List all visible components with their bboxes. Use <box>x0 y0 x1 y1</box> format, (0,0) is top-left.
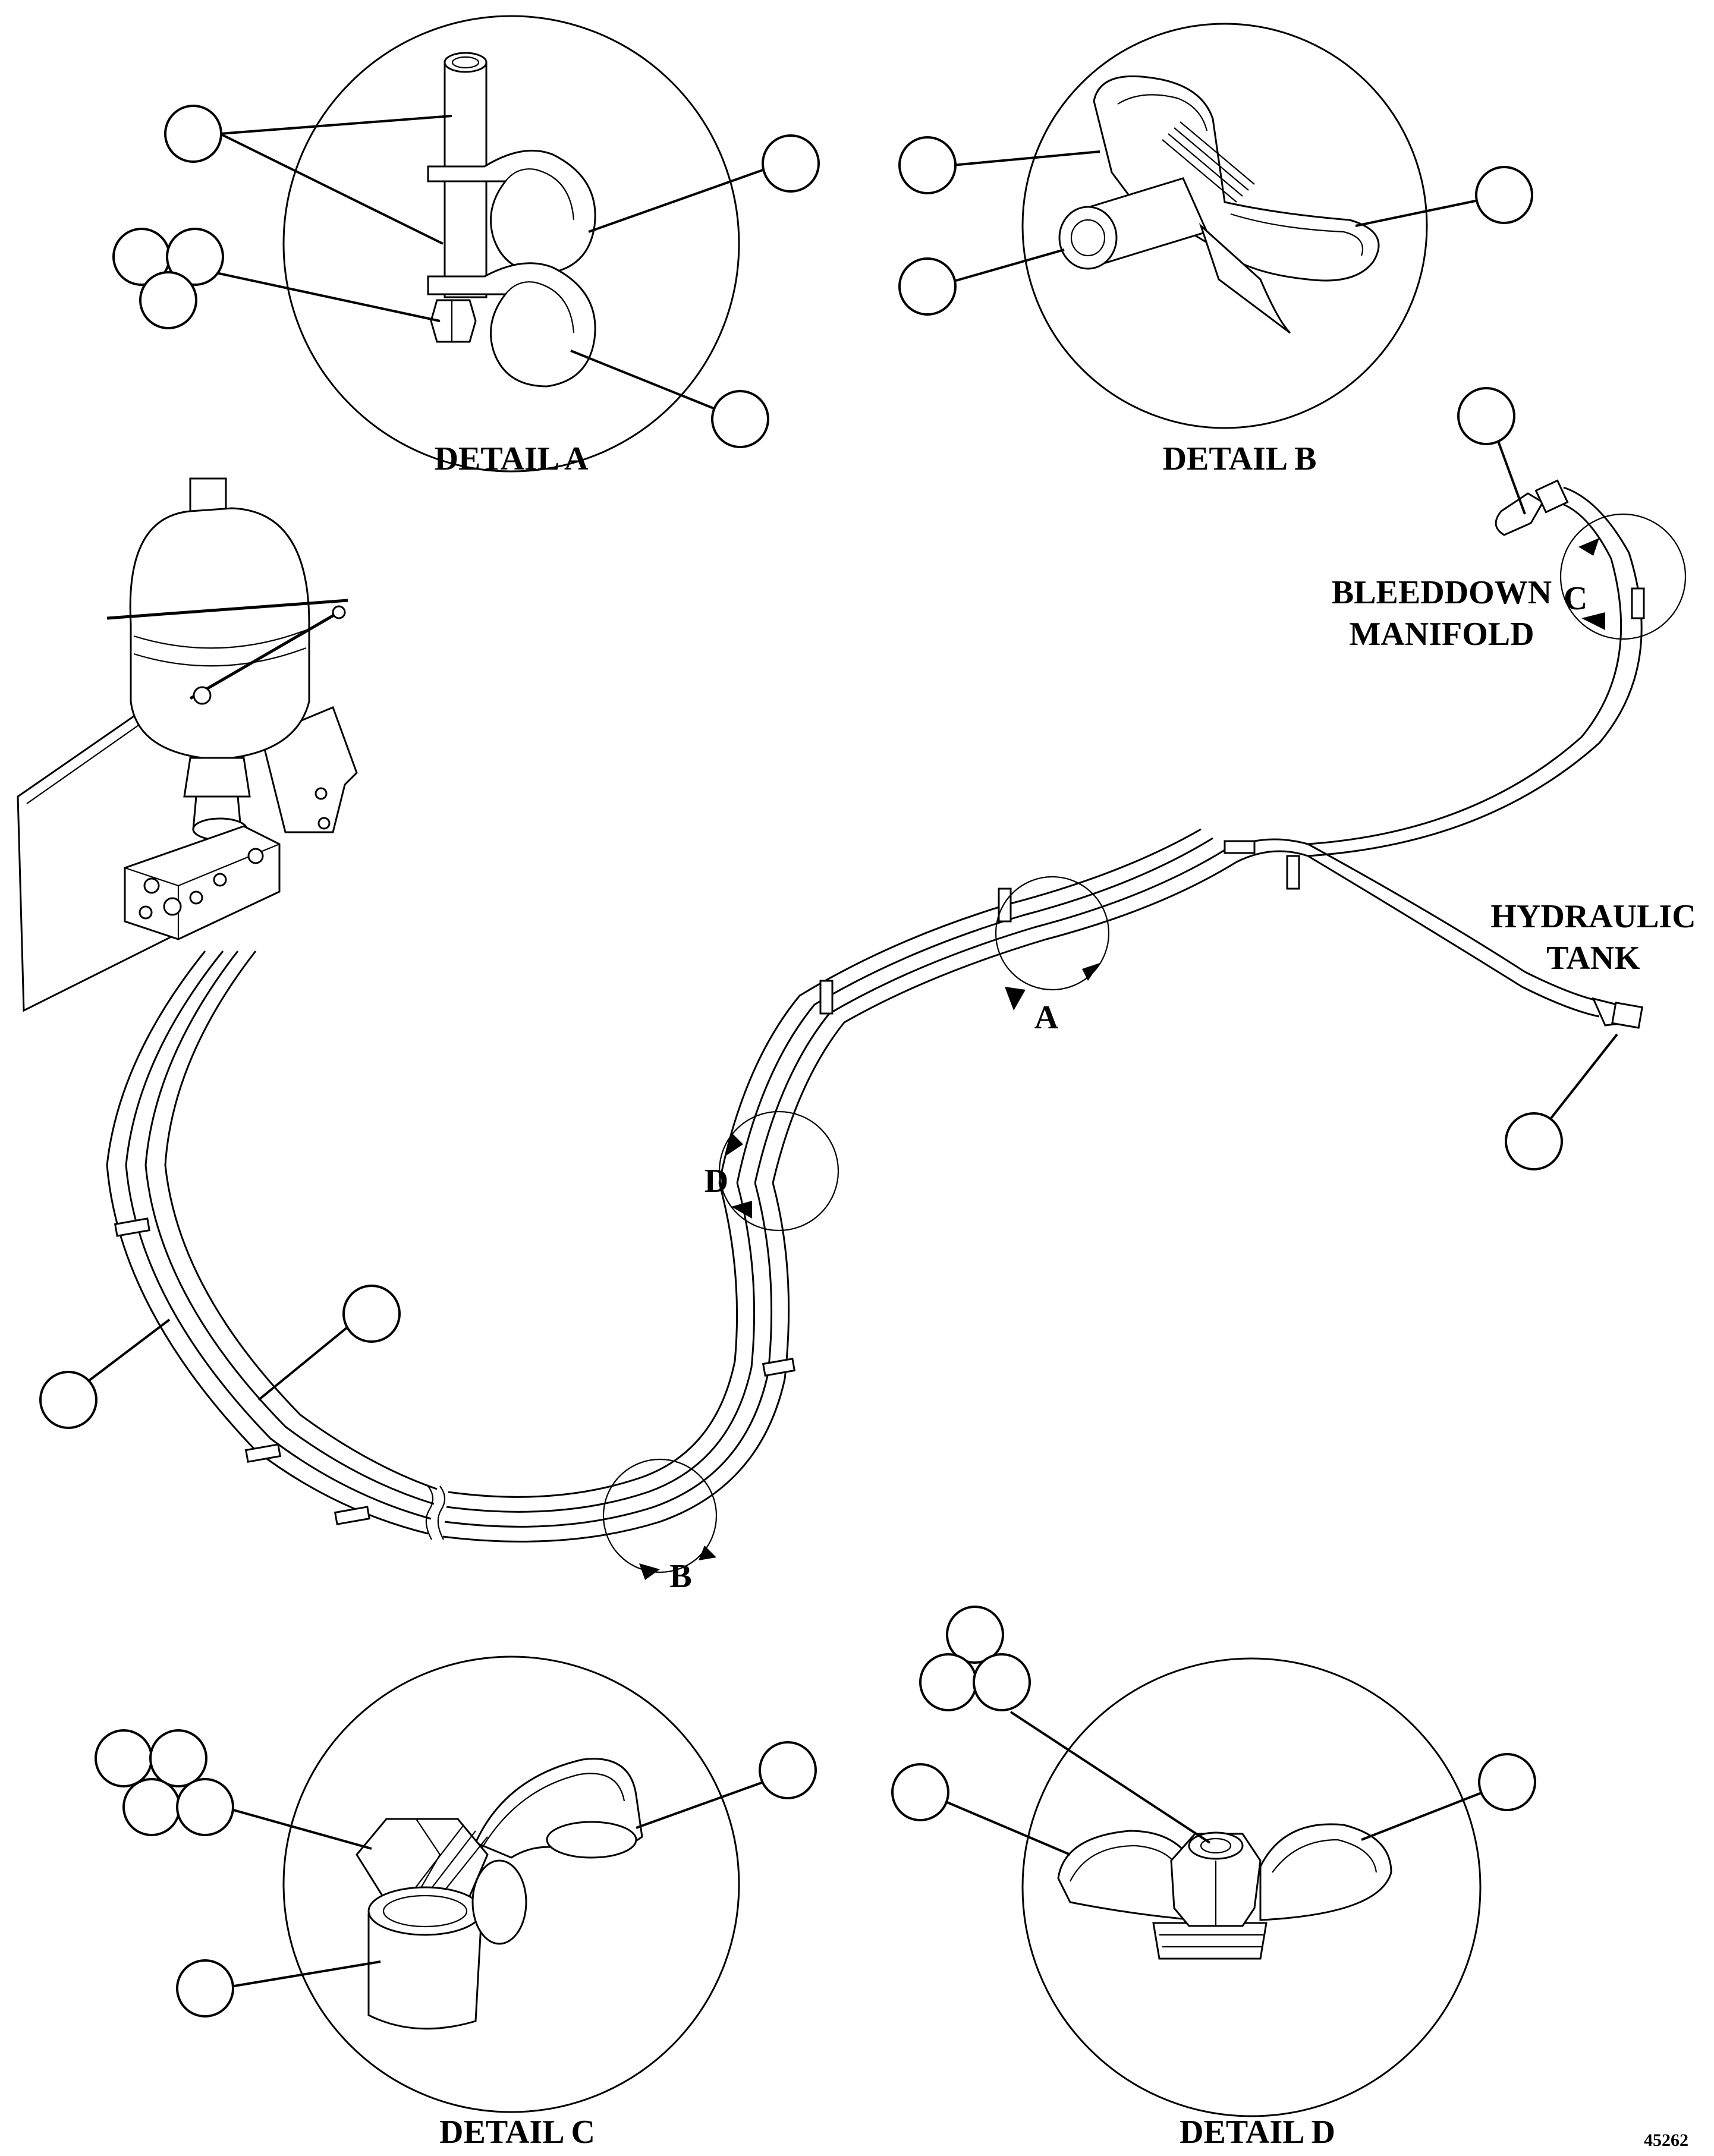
ref-label-a: A <box>1034 999 1059 1036</box>
detail-d: DETAIL D <box>891 1606 1536 2151</box>
ref-circle-a <box>995 876 1110 991</box>
bleeddown-label-line1: BLEEDDOWN <box>1332 574 1552 611</box>
callout-c-4 <box>176 1778 234 1836</box>
callout-hose-2 <box>342 1285 401 1343</box>
callout-d-1 <box>946 1606 1004 1664</box>
detail-a-upper-clamp <box>427 149 596 275</box>
location-labels: BLEEDDOWN MANIFOLD HYDRAULIC TANK <box>1332 574 1696 977</box>
detail-b-title: DETAIL B <box>1163 440 1317 477</box>
ref-circle-d <box>718 1110 839 1232</box>
detail-b: DETAIL B <box>898 23 1533 477</box>
main-view-callouts <box>39 387 1618 1429</box>
detail-b-circle <box>1021 23 1428 429</box>
reference-marks: A B C D <box>602 513 1687 1595</box>
callout-tank-fitting <box>1505 1112 1563 1170</box>
tank-fitting <box>1592 997 1643 1029</box>
detail-c-clamp <box>474 1758 643 1859</box>
accumulator-assembly <box>17 477 358 1012</box>
detail-a: DETAIL A <box>112 15 820 477</box>
callout-hose-1 <box>39 1371 98 1429</box>
detail-d-title: DETAIL D <box>1180 2114 1335 2151</box>
detail-a-lower-clamp <box>427 262 596 388</box>
callout-a-6 <box>711 390 769 448</box>
callout-c-5 <box>759 1741 817 1799</box>
callout-a-5 <box>139 271 197 329</box>
manifold-block <box>124 787 331 940</box>
hose-routing <box>106 479 1645 1543</box>
ref-label-b: B <box>669 1558 691 1595</box>
callout-c-6 <box>176 1959 234 2017</box>
detail-d-nut <box>1170 1831 1262 1927</box>
figure-number: 45262 <box>1644 2130 1688 2150</box>
callout-d-4 <box>891 1763 949 1821</box>
callout-c-2 <box>149 1729 207 1787</box>
detail-b-clamp <box>1093 75 1380 282</box>
accumulator <box>106 477 348 759</box>
detail-a-title: DETAIL A <box>435 440 589 477</box>
detail-a-circle <box>282 15 740 473</box>
callout-a-4 <box>166 228 224 286</box>
callout-d-2 <box>919 1653 977 1711</box>
callout-b-1 <box>898 136 957 194</box>
callout-b-3 <box>1475 166 1533 224</box>
clamp-stubs <box>114 587 1645 1525</box>
detail-a-nut <box>430 299 477 343</box>
ref-circle-b <box>602 1458 718 1573</box>
callout-bleeddown <box>1457 387 1515 445</box>
detail-c-title: DETAIL C <box>439 2114 595 2151</box>
detail-b-tube <box>1058 177 1291 334</box>
callout-c-3 <box>122 1778 181 1836</box>
ref-label-d: D <box>705 1163 728 1200</box>
detail-c-tube <box>367 1859 527 2030</box>
hydraulic-label-line1: HYDRAULIC <box>1490 898 1696 935</box>
detail-c: DETAIL C <box>95 1655 817 2151</box>
callout-c-1 <box>95 1729 153 1787</box>
callout-a-2 <box>762 134 820 193</box>
bleeddown-fitting <box>1495 479 1569 536</box>
ref-circle-c <box>1559 513 1687 640</box>
callout-d-5 <box>1478 1753 1536 1811</box>
hydraulic-label-line2: TANK <box>1546 940 1640 977</box>
ref-label-c: C <box>1564 580 1587 617</box>
bleeddown-label-line2: MANIFOLD <box>1349 616 1534 653</box>
callout-a-1 <box>164 105 222 163</box>
callout-b-2 <box>898 257 957 316</box>
detail-c-circle <box>282 1655 740 2113</box>
detail-d-clamp <box>1057 1823 1392 1960</box>
callout-d-3 <box>973 1653 1031 1711</box>
detail-d-circle <box>1021 1657 1482 2117</box>
